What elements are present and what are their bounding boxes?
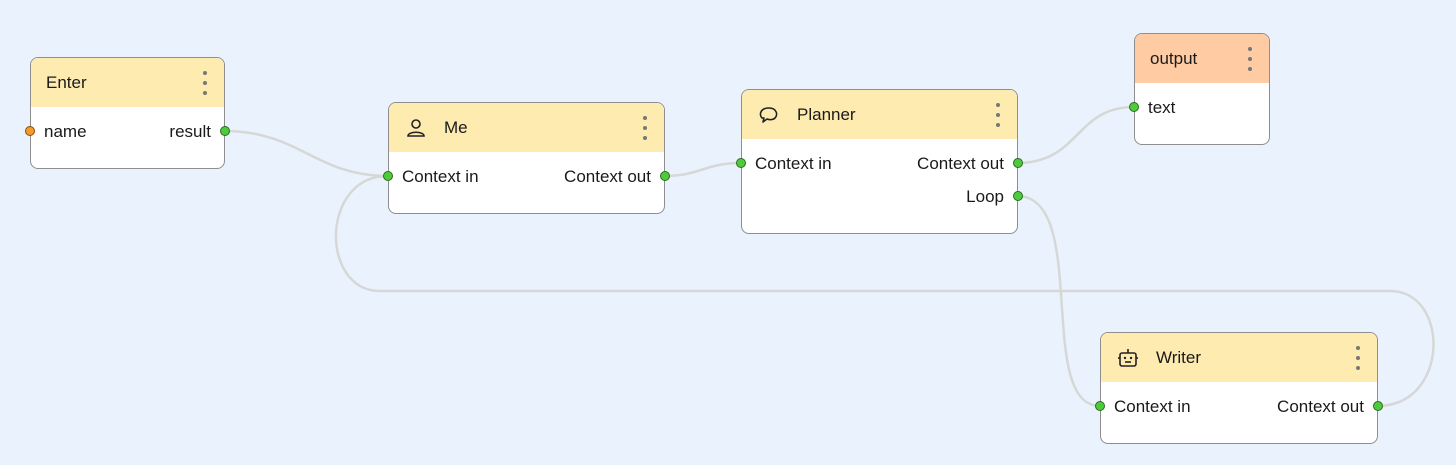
node-writer-header[interactable]: Writer bbox=[1101, 333, 1377, 382]
output-port-result[interactable] bbox=[220, 126, 230, 136]
person-icon bbox=[404, 116, 428, 140]
port-label: Context in bbox=[402, 167, 479, 186]
node-enter[interactable]: Enter name result bbox=[25, 57, 230, 169]
edge-enter-result-to-me-context-in bbox=[223, 129, 389, 178]
loop-bubble-icon bbox=[757, 103, 781, 127]
port-row: Loop bbox=[742, 186, 1023, 208]
input-port-name[interactable] bbox=[25, 126, 35, 136]
edge-me-context-out-to-planner-context-in bbox=[663, 161, 742, 178]
robot-icon bbox=[1116, 346, 1140, 370]
node-title: output bbox=[1150, 48, 1198, 68]
more-options-icon[interactable] bbox=[993, 103, 1003, 127]
output-port-context-out[interactable] bbox=[1013, 158, 1023, 168]
edge-planner-context-out-to-output-text bbox=[1016, 105, 1135, 165]
input-port-context-in[interactable] bbox=[383, 171, 393, 181]
port-label: Context in bbox=[1114, 397, 1191, 416]
input-port-context-in[interactable] bbox=[1095, 401, 1105, 411]
port-label: name bbox=[44, 122, 87, 141]
port-label: Context in bbox=[755, 154, 832, 173]
node-title: Enter bbox=[46, 72, 87, 92]
port-row: text bbox=[1129, 97, 1269, 119]
port-label: Context out bbox=[564, 167, 651, 186]
port-label: Context out bbox=[917, 154, 1004, 173]
port-label: Loop bbox=[966, 187, 1004, 206]
edge-planner-loop-to-writer-context-in bbox=[1016, 194, 1101, 408]
node-planner[interactable]: Planner Context in Context out Loop bbox=[736, 89, 1023, 234]
port-label: text bbox=[1148, 98, 1176, 117]
node-planner-header[interactable]: Planner bbox=[742, 90, 1017, 139]
node-title: Planner bbox=[797, 104, 856, 124]
input-port-context-in[interactable] bbox=[736, 158, 746, 168]
output-port-context-out[interactable] bbox=[660, 171, 670, 181]
node-writer[interactable]: Writer Context in Context out bbox=[1095, 332, 1383, 444]
output-port-context-out[interactable] bbox=[1373, 401, 1383, 411]
node-title: Writer bbox=[1156, 347, 1202, 367]
node-output-header[interactable]: output bbox=[1135, 34, 1269, 83]
more-options-icon[interactable] bbox=[640, 116, 650, 140]
node-output[interactable]: output text bbox=[1129, 33, 1270, 145]
node-title: Me bbox=[444, 117, 468, 137]
node-me[interactable]: Me Context in Context out bbox=[383, 102, 670, 214]
port-row: name result bbox=[25, 121, 230, 143]
port-row: Context in Context out bbox=[1095, 396, 1383, 418]
port-label: Context out bbox=[1277, 397, 1364, 416]
port-label: result bbox=[169, 122, 211, 141]
node-enter-header[interactable]: Enter bbox=[31, 58, 224, 107]
output-port-loop[interactable] bbox=[1013, 191, 1023, 201]
node-me-header[interactable]: Me bbox=[389, 103, 664, 152]
more-options-icon[interactable] bbox=[200, 71, 210, 95]
more-options-icon[interactable] bbox=[1245, 47, 1255, 71]
port-row: Context in Context out bbox=[736, 153, 1023, 175]
input-port-text[interactable] bbox=[1129, 102, 1139, 112]
port-row: Context in Context out bbox=[383, 166, 670, 188]
more-options-icon[interactable] bbox=[1353, 346, 1363, 370]
